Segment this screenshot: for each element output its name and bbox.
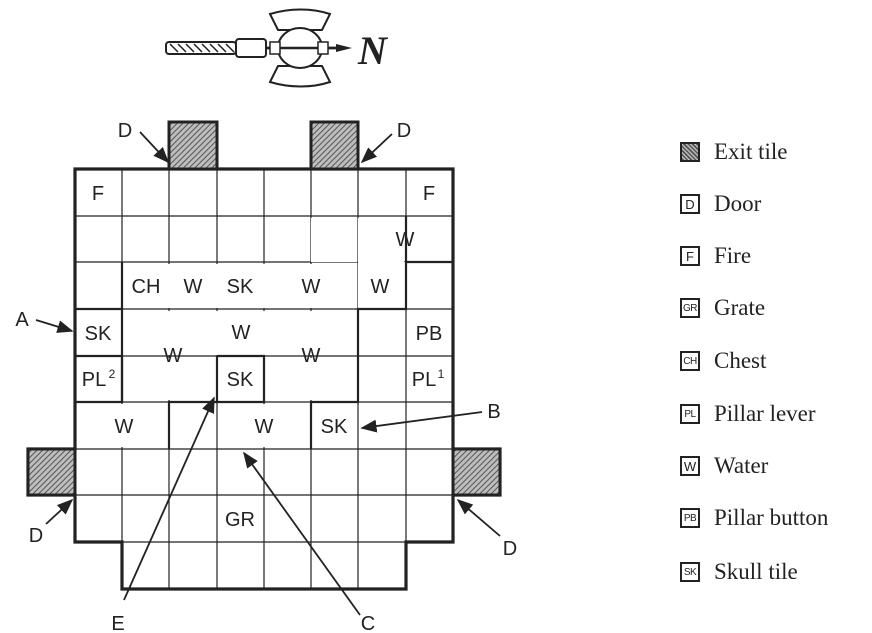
chest-icon: CH <box>680 351 700 371</box>
pillar-lever-2-tile: PL 2 <box>82 367 116 391</box>
legend-item-pillar-button: PB Pillar button <box>680 498 828 538</box>
legend-item-skull-tile: SK Skull tile <box>680 552 798 592</box>
grate-tile: GR <box>225 509 255 531</box>
callout-d-arrow <box>456 498 501 537</box>
water-area <box>77 218 452 447</box>
inner-walls <box>75 216 453 449</box>
callout-a-label: A <box>15 309 29 331</box>
legend-label: Pillar lever <box>714 401 816 426</box>
callout-d-arrow <box>45 498 74 525</box>
pillar-lever-icon: PL <box>680 404 700 424</box>
door-icon: D <box>680 194 700 214</box>
callout-d-arrow <box>139 131 170 164</box>
pillar-lever-label: PL <box>412 369 436 391</box>
water-tile: W <box>115 416 134 438</box>
legend-item-door: D Door <box>680 184 761 224</box>
dungeon-map: N <box>15 8 517 633</box>
exit-tile-north-east <box>309 120 360 171</box>
water-tile: W <box>255 416 274 438</box>
skull-tile-icon: SK <box>680 562 700 582</box>
exit-tile-east <box>451 447 502 497</box>
legend-label: Chest <box>714 348 767 373</box>
legend-label: Pillar button <box>714 505 829 530</box>
legend-label: Exit tile <box>714 139 788 164</box>
callout-a-arrow <box>35 319 74 333</box>
skull-tile: SK <box>227 276 254 298</box>
pillar-lever-1-tile: PL 1 <box>412 367 445 391</box>
pillar-lever-number: 2 <box>109 367 116 381</box>
legend-item-exit-tile: Exit tile <box>680 132 787 172</box>
water-tile: W <box>184 276 203 298</box>
callout-d-label: D <box>503 538 517 560</box>
chest-tile: CH <box>132 276 161 298</box>
battle-axe-icon <box>165 8 352 88</box>
fire-tile: F <box>423 183 435 205</box>
callout-d-arrow <box>360 133 393 164</box>
legend-label: Grate <box>714 295 766 320</box>
callouts <box>35 131 501 616</box>
legend-item-water: W Water <box>680 446 768 486</box>
callout-b-label: B <box>487 401 500 423</box>
pillar-button-icon: PB <box>680 508 700 528</box>
tile-labels: F F W CH W SK W W SK W PB W W SK PL 2 PL… <box>82 183 445 531</box>
legend-item-chest: CH Chest <box>680 341 766 381</box>
grate-icon: GR <box>680 298 700 318</box>
legend-label: Skull tile <box>714 559 798 584</box>
skull-tile: SK <box>85 323 112 345</box>
water-icon: W <box>680 456 700 476</box>
water-tile: W <box>302 345 321 367</box>
water-tile: W <box>302 276 321 298</box>
legend-label: Water <box>714 453 769 478</box>
callout-b-arrow <box>360 411 483 433</box>
fire-icon: F <box>680 246 700 266</box>
water-tile: W <box>164 345 183 367</box>
exit-tile-icon <box>680 142 700 162</box>
water-tile: W <box>371 276 390 298</box>
exit-tiles <box>26 120 502 497</box>
callout-c-arrow <box>243 451 361 616</box>
callout-e-label: E <box>111 613 124 633</box>
pillar-lever-label: PL <box>82 369 106 391</box>
exit-tile-north-west <box>167 120 219 171</box>
pillar-button-tile: PB <box>416 323 443 345</box>
callout-d-label: D <box>397 120 411 142</box>
north-label: N <box>357 28 389 73</box>
pillar-lever-number: 1 <box>438 367 445 381</box>
callout-c-label: C <box>361 613 375 633</box>
exit-tile-west <box>26 447 77 497</box>
callout-letters: A B C D D D D E <box>15 120 517 633</box>
legend-item-grate: GR Grate <box>680 288 765 328</box>
legend-label: Door <box>714 191 762 216</box>
callout-d-label: D <box>29 525 43 547</box>
legend-item-pillar-lever: PL Pillar lever <box>680 394 816 434</box>
callout-d-label: D <box>118 120 132 142</box>
water-tile: W <box>232 322 251 344</box>
legend-label: Fire <box>714 243 752 268</box>
legend-item-fire: F Fire <box>680 236 751 276</box>
compass: N <box>165 8 389 88</box>
callout-e-arrow <box>123 396 215 601</box>
skull-tile: SK <box>227 369 254 391</box>
skull-tile: SK <box>321 416 348 438</box>
water-tile: W <box>396 229 415 251</box>
fire-tile: F <box>92 183 104 205</box>
